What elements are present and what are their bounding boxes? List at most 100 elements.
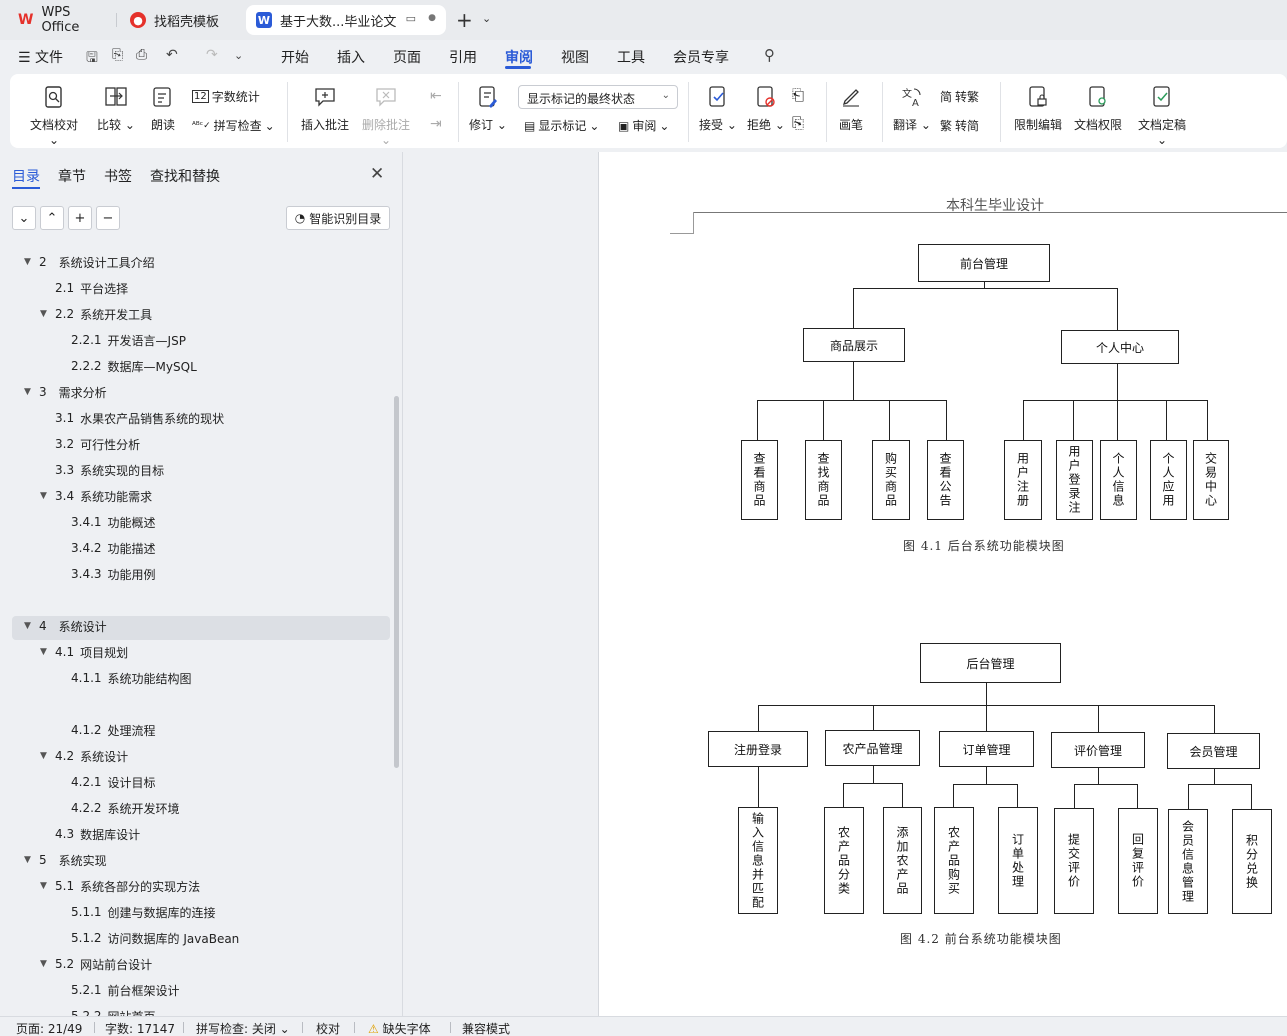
word-count-button[interactable]: 12 字数统计	[192, 90, 260, 104]
menu-page[interactable]: 页面	[393, 50, 421, 66]
expand-toggle-icon[interactable]: ▼	[24, 621, 31, 631]
toc-item[interactable]: 5.2.2网站首页	[71, 1004, 156, 1016]
redo-icon[interactable]: ↷	[206, 47, 218, 63]
expand-toggle-icon[interactable]: ▼	[24, 387, 31, 397]
nav-tab-find-replace[interactable]: 查找和替换	[150, 169, 220, 185]
menu-review[interactable]: 审阅	[505, 50, 533, 66]
insert-comment-button[interactable]: 插入批注	[298, 84, 352, 133]
restrict-edit-button[interactable]: 限制编辑	[1012, 84, 1064, 133]
expand-toggle-icon[interactable]: ▼	[24, 855, 31, 865]
save-icon[interactable]: 🖫	[86, 50, 98, 66]
expand-up-button[interactable]: ⌃	[40, 206, 64, 230]
next-comment-icon[interactable]: ⇥	[430, 116, 442, 132]
track-changes-button[interactable]: 修订 ⌄	[468, 84, 508, 133]
nav-tab-bookmarks[interactable]: 书签	[104, 169, 132, 185]
smart-toc-button[interactable]: ◔ 智能识别目录	[286, 206, 390, 230]
prev-change-icon[interactable]: ⎗	[792, 86, 805, 104]
collapse-all-button[interactable]: ⌄	[12, 206, 36, 230]
tab-document[interactable]: W 基于大数...毕业论文 ▭ ●	[246, 5, 446, 35]
menu-tools[interactable]: 工具	[617, 50, 645, 66]
menu-reference[interactable]: 引用	[449, 50, 477, 66]
expand-toggle-icon[interactable]: ▼	[40, 751, 47, 761]
monitor-icon[interactable]: ▭	[405, 12, 416, 25]
read-aloud-button[interactable]: 朗读	[146, 84, 180, 133]
expand-toggle-icon[interactable]: ▼	[24, 257, 31, 267]
delete-comment-button[interactable]: 删除批注 ⌄	[358, 84, 414, 147]
reject-button[interactable]: 拒绝 ⌄	[746, 84, 786, 133]
spell-check-indicator[interactable]: 拼写检查: 关闭 ⌄	[196, 1022, 290, 1036]
chevron-down-icon[interactable]: ⌄	[482, 12, 492, 25]
nav-tab-toc[interactable]: 目录	[12, 169, 40, 185]
to-simplified-button[interactable]: 繁 转简	[940, 119, 980, 133]
review-pane-button[interactable]: ▣ 审阅 ⌄	[618, 118, 670, 134]
nav-scrollbar[interactable]	[394, 396, 399, 768]
share-icon[interactable]: ⎘	[112, 47, 124, 63]
next-change-icon[interactable]: ⎘	[792, 114, 805, 132]
remove-heading-button[interactable]: −	[96, 206, 120, 230]
menu-view[interactable]: 视图	[561, 50, 589, 66]
proof-indicator[interactable]: 校对	[316, 1022, 341, 1036]
prev-comment-icon[interactable]: ⇤	[430, 88, 442, 104]
doc-check-button[interactable]: 文档校对 ⌄	[26, 84, 82, 147]
markup-state-select[interactable]: 显示标记的最终状态 ⌄	[518, 85, 678, 109]
compare-button[interactable]: 比较 ⌄	[96, 84, 136, 133]
undo-icon[interactable]: ↶	[166, 47, 178, 63]
print-preview-icon[interactable]: ⎙	[136, 47, 148, 63]
unsaved-dot-icon[interactable]: ●	[428, 13, 436, 23]
page-indicator[interactable]: 页面: 21/49	[16, 1022, 83, 1036]
nav-tab-sections[interactable]: 章节	[58, 169, 86, 185]
expand-toggle-icon[interactable]: ▼	[40, 881, 47, 891]
accept-button[interactable]: 接受 ⌄	[698, 84, 738, 133]
search-icon[interactable]: ⚲	[764, 46, 775, 64]
spell-check-button[interactable]: ᴬᴮᶜ✓ 拼写检查 ⌄	[192, 118, 275, 134]
add-heading-button[interactable]: +	[68, 206, 92, 230]
tab-template[interactable]: ● 找稻壳模板	[120, 5, 240, 35]
menu-member[interactable]: 会员专享	[673, 50, 729, 66]
expand-toggle-icon[interactable]: ▼	[40, 309, 47, 319]
more-icon[interactable]: ⌄	[234, 49, 244, 62]
missing-font-indicator[interactable]: ⚠ 缺失字体	[368, 1022, 431, 1036]
expand-toggle-icon[interactable]: ▼	[40, 959, 47, 969]
new-tab-icon[interactable]: +	[456, 8, 473, 32]
word-count-indicator[interactable]: 字数: 17147	[105, 1022, 176, 1036]
tab-wps-office[interactable]: W WPS Office	[8, 5, 117, 35]
expand-toggle-icon[interactable]: ▼	[40, 647, 47, 657]
menu-insert[interactable]: 插入	[337, 50, 365, 66]
expand-toggle-icon[interactable]: ▼	[40, 491, 47, 501]
to-traditional-button[interactable]: 简 转繁	[940, 90, 980, 104]
close-icon[interactable]: ✕	[370, 164, 385, 184]
show-markup-button[interactable]: ▤ 显示标记 ⌄	[524, 118, 600, 134]
pen-button[interactable]: 画笔	[836, 84, 866, 133]
file-menu[interactable]: ☰ 文件	[18, 50, 64, 66]
finalize-button[interactable]: 文档定稿 ⌄	[1132, 84, 1192, 147]
doc-permission-button[interactable]: 文档权限	[1072, 84, 1124, 133]
